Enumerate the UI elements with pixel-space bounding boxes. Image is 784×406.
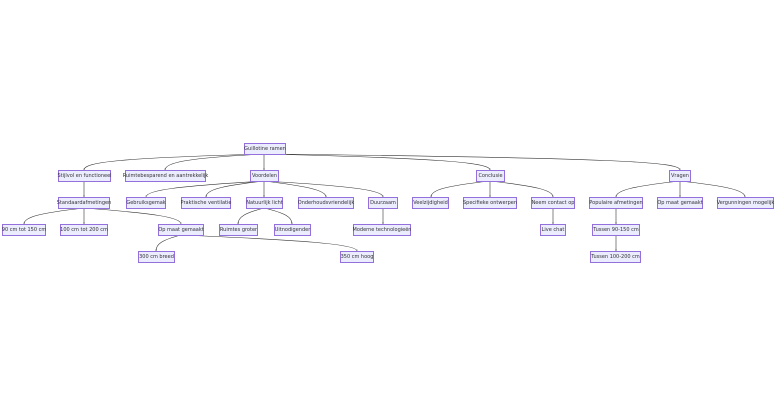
node-conclusie: Conclusie — [476, 170, 505, 182]
node-voordelen: Voordelen — [250, 170, 279, 182]
node-natuurlijk-licht: Natuurlijk licht — [246, 197, 283, 209]
node-op-maat-gemaakt-vragen: Op maat gemaakt — [657, 197, 703, 209]
node-duurzaam: Duurzaam — [368, 197, 398, 209]
edge-root-ruimtebesparend — [165, 153, 265, 170]
edge-root-conclusie — [263, 153, 490, 170]
edge-root-vragen — [263, 153, 680, 170]
node-vragen: Vragen — [669, 170, 691, 182]
edge-standaard-opmaat — [83, 207, 181, 224]
node-guillotine-ramen: Guillotine ramen — [244, 143, 286, 155]
edge-vragen-vergunningen — [679, 180, 745, 197]
node-gebruiksgemak: Gebruiksgemak — [126, 197, 166, 209]
edge-vragen-populair — [616, 180, 681, 197]
node-tussen-100-200: Tussen 100-200 cm — [590, 251, 641, 263]
node-ruimtes-groter: Ruimtes groter — [219, 224, 258, 236]
edge-conclusie-contact — [489, 180, 553, 197]
node-standaardafmetingen: Standaardafmetingen — [57, 197, 111, 209]
edge-opmaat-300 — [156, 234, 182, 251]
edge-standaard-90 — [24, 207, 85, 224]
node-90-tot-150: 90 cm tot 150 cm — [2, 224, 46, 236]
node-ruimtebesparend: Ruimtebesparend en aantrekkelijk — [123, 170, 208, 182]
edge-voordelen-ventilatie — [206, 180, 265, 197]
node-praktische-ventilatie: Praktische ventilatie — [181, 197, 231, 209]
node-specifieke-ontwerpen: Specifieke ontwerpen — [463, 197, 517, 209]
edge-voordelen-onderhoud — [263, 180, 326, 197]
node-uitnodigender: Uitnodigender — [274, 224, 311, 236]
node-onderhoudsvriendelijk: Onderhoudsvriendelijk — [298, 197, 354, 209]
edge-opmaat-350 — [180, 234, 357, 251]
node-tussen-90-150: Tussen 90-150 cm — [592, 224, 640, 236]
node-veelzijdigheid: Veelzijdigheid — [412, 197, 449, 209]
node-neem-contact-op: Neem contact op — [531, 197, 575, 209]
node-350-cm-hoog: 350 cm hoog — [340, 251, 374, 263]
edge-licht-ruimtes — [238, 207, 265, 224]
node-vergunningen-mogelijk: Vergunningen mogelijk — [717, 197, 774, 209]
node-live-chat: Live chat — [540, 224, 566, 236]
edge-root-stijlvol — [84, 153, 265, 170]
node-op-maat-gemaakt: Op maat gemaakt — [158, 224, 204, 236]
edge-conclusie-veelzijdigheid — [431, 180, 491, 197]
node-populaire-afmetingen: Populaire afmetingen — [589, 197, 643, 209]
node-300-cm-breed: 300 cm breed — [138, 251, 175, 263]
node-100-tot-200: 100 cm tot 200 cm — [60, 224, 108, 236]
node-stijlvol-en-functioneel: Stijlvol en functioneel — [57, 170, 112, 182]
edge-licht-uitnodigender — [263, 207, 292, 224]
node-moderne-technologieen: Moderne technologieën — [353, 224, 411, 236]
edge-voordelen-gebruiksgemak — [146, 180, 265, 197]
edge-voordelen-duurzaam — [263, 180, 383, 197]
